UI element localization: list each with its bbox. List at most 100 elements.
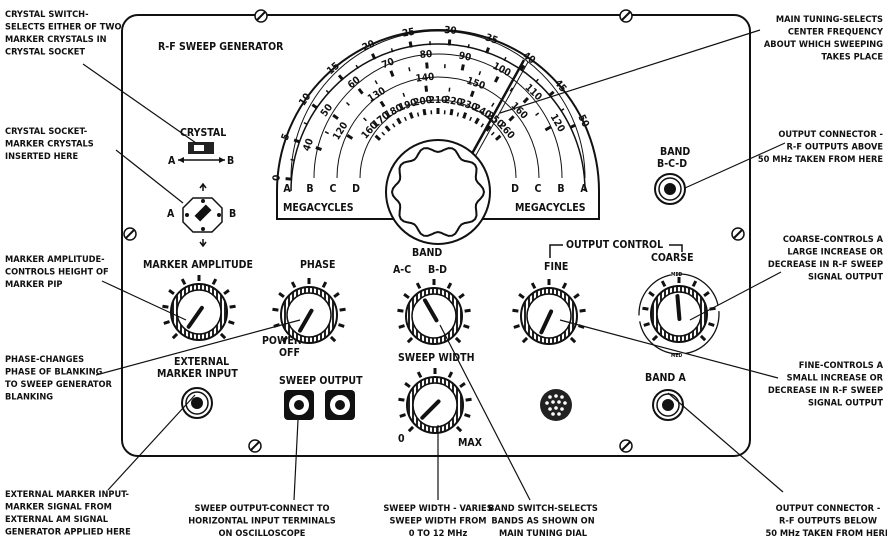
screw-icon bbox=[123, 227, 137, 241]
band-letter: D bbox=[352, 183, 360, 195]
fine-knob[interactable] bbox=[512, 279, 586, 345]
panel-screws bbox=[123, 9, 745, 453]
scale-label: 35 bbox=[484, 32, 499, 47]
crystal-socket-pin bbox=[217, 213, 221, 217]
scale-tick bbox=[548, 90, 555, 97]
scale-label: 210 bbox=[429, 95, 448, 106]
scale-arc-c bbox=[336, 76, 540, 179]
sweep-width-label: SWEEP WIDTH bbox=[398, 352, 475, 364]
marker-amplitude-knob[interactable] bbox=[162, 275, 236, 341]
off-label: OFF bbox=[279, 347, 300, 359]
scale-tick bbox=[293, 138, 301, 144]
scale-label: 20 bbox=[361, 38, 377, 53]
output-control-label: OUTPUT CONTROL bbox=[566, 239, 663, 251]
coarse-label: COARSE bbox=[651, 252, 694, 264]
scale-tick bbox=[494, 134, 502, 141]
scale-tick bbox=[389, 70, 395, 77]
crystal-switch-lever[interactable] bbox=[194, 145, 204, 151]
knobs bbox=[162, 275, 716, 434]
screw-icon bbox=[254, 9, 268, 23]
multi-pin-connector[interactable] bbox=[540, 389, 572, 421]
scale-label: 200 bbox=[413, 95, 433, 109]
marker-amplitude-label: MARKER AMPLITUDE bbox=[143, 259, 253, 271]
scale-tick bbox=[337, 74, 345, 81]
scale-tick bbox=[485, 47, 490, 54]
svg-text:MED: MED bbox=[671, 272, 683, 278]
scale-tick bbox=[422, 108, 427, 116]
dial-megacycles-right: MEGACYCLES bbox=[515, 202, 586, 214]
band-bcd-label-1: BAND bbox=[660, 146, 690, 158]
scale-tick bbox=[569, 123, 577, 129]
scale-tick bbox=[332, 113, 339, 120]
sweep-width-max: MAX bbox=[458, 437, 483, 449]
scale-tick bbox=[425, 62, 429, 69]
screw-icon bbox=[731, 227, 745, 241]
phase-knob[interactable] bbox=[272, 278, 346, 344]
scale-label: 70 bbox=[380, 56, 396, 71]
scale-tick bbox=[493, 75, 500, 83]
leader-lines bbox=[82, 29, 786, 501]
dial-face bbox=[276, 29, 600, 220]
crystal-socket-pin bbox=[185, 213, 189, 217]
band-a-label: BAND A bbox=[645, 372, 687, 384]
band-letter: A bbox=[580, 183, 588, 195]
sweep-width-knob[interactable] bbox=[398, 368, 472, 434]
sweep-output-label: SWEEP OUTPUT bbox=[279, 375, 363, 387]
jacks bbox=[181, 173, 686, 421]
crystal-socket-a: A bbox=[167, 208, 175, 220]
band-bcd-label-2: B-C-D bbox=[657, 158, 687, 170]
crystal-switch-a: A bbox=[168, 155, 176, 167]
scale-tick bbox=[371, 53, 377, 60]
scale-tick bbox=[485, 125, 492, 132]
crystal-socket-arrows bbox=[199, 182, 207, 248]
scale-tick bbox=[474, 117, 480, 125]
tuning-knob[interactable] bbox=[390, 147, 486, 237]
scale-arc-a bbox=[290, 30, 586, 179]
screw-icon bbox=[619, 9, 633, 23]
scale-label: 140 bbox=[415, 72, 435, 85]
external-marker-jack[interactable] bbox=[181, 387, 213, 419]
scale-tick bbox=[285, 177, 292, 181]
scale-tick bbox=[396, 117, 402, 125]
crystal-socket-pin bbox=[201, 199, 205, 203]
crystal-switch[interactable]: CRYSTAL A B bbox=[168, 127, 234, 167]
scale-tick bbox=[311, 103, 319, 110]
scale-tick bbox=[462, 112, 468, 119]
callout-external-marker: EXTERNAL MARKER INPUT-MARKER SIGNAL FROM… bbox=[5, 489, 131, 538]
sweep-width-zero: 0 bbox=[398, 433, 405, 445]
scale-tick bbox=[374, 134, 382, 141]
scale-label: 25 bbox=[401, 27, 415, 40]
sweep-output-terminals[interactable] bbox=[284, 390, 355, 420]
band-switch-knob[interactable] bbox=[397, 279, 471, 345]
scale-arc-d bbox=[359, 99, 517, 179]
scale-label: 30 bbox=[444, 25, 457, 37]
scale-tick bbox=[315, 146, 322, 151]
external-marker-label-1: EXTERNAL bbox=[174, 356, 229, 368]
band-bcd-jack[interactable] bbox=[654, 173, 686, 205]
band-switch-bd: B-D bbox=[428, 264, 447, 276]
band-a-jack[interactable] bbox=[652, 389, 684, 421]
scale-label: 0 bbox=[271, 174, 283, 181]
crystal-switch-b: B bbox=[227, 155, 234, 167]
scale-tick bbox=[357, 87, 364, 95]
scale-tick bbox=[469, 90, 475, 98]
scale-tick bbox=[346, 134, 354, 140]
scale-tick bbox=[449, 108, 454, 116]
scale-tick bbox=[508, 115, 515, 122]
screw-icon bbox=[619, 439, 633, 453]
scale-label: 220 bbox=[443, 95, 463, 109]
crystal-socket[interactable]: A B bbox=[167, 182, 236, 248]
scale-tick bbox=[408, 41, 413, 48]
phase-label: PHASE bbox=[300, 259, 335, 271]
band-letter: C bbox=[330, 183, 337, 195]
coarse-knob[interactable] bbox=[642, 277, 716, 343]
